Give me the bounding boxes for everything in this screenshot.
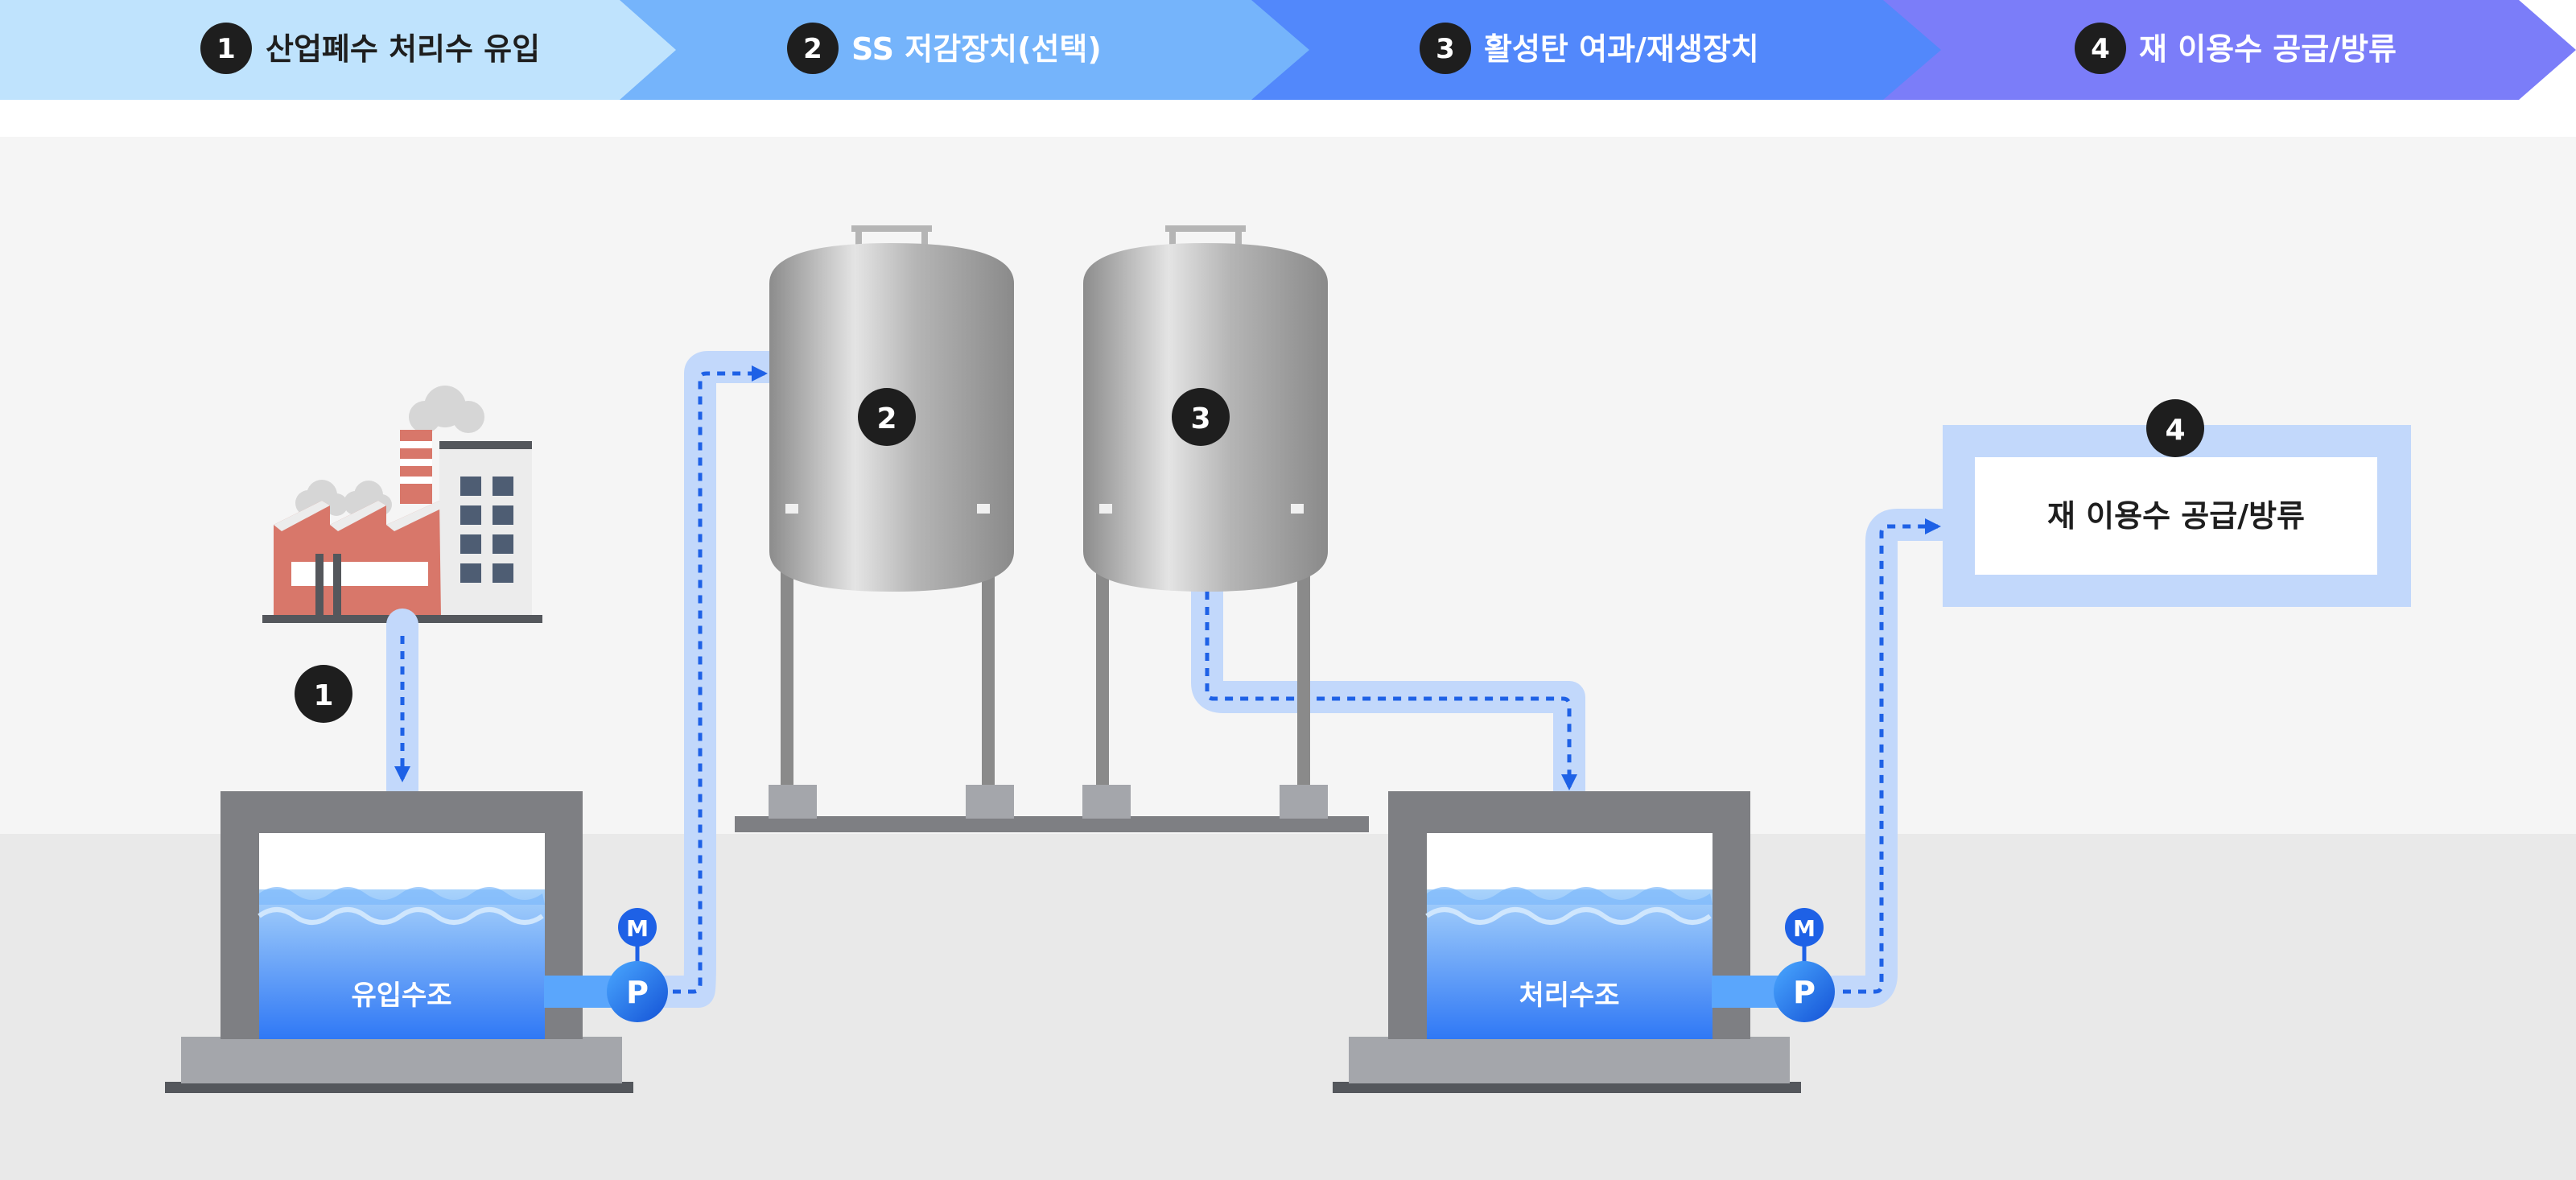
inlet-pump-label: P: [626, 975, 649, 1010]
inlet-tank-label: 유입수조: [351, 980, 451, 1012]
header-step-1-number: 1: [216, 33, 236, 65]
badge-ss-tank: [858, 388, 916, 446]
header-step-1-badge: [200, 23, 252, 74]
flow-treated-to-output: [1843, 518, 1941, 994]
motor-icon: [618, 908, 657, 947]
flow-lines: [394, 365, 1941, 994]
pipe-inlet-to-ss: [637, 351, 785, 1008]
badge-output-number: 4: [2165, 414, 2185, 447]
activated-carbon-tank: 3: [1082, 225, 1328, 819]
output-box: 재 이용수 공급/방류 4: [1943, 399, 2411, 607]
badge-carbon-tank-number: 3: [1190, 402, 1210, 435]
treated-pump: M P: [1712, 908, 1835, 1022]
badge-factory: [295, 665, 352, 723]
header-step-1-label: 산업폐수 처리수 유입: [266, 31, 540, 67]
header-step-2-shape: [620, 0, 1317, 100]
header-step-3-label: 활성탄 여과/재생장치: [1484, 31, 1759, 67]
treated-pump-label: P: [1793, 975, 1816, 1010]
badge-factory-number: 1: [313, 679, 333, 712]
pump-icon: [1774, 961, 1835, 1022]
treated-tank-label: 처리수조: [1519, 980, 1619, 1012]
badge-ss-tank-number: 2: [876, 402, 896, 435]
header-step-3-number: 3: [1436, 33, 1455, 65]
header-step-4-number: 4: [2091, 33, 2110, 65]
motor-icon: [1785, 908, 1824, 947]
ss-reduction-tank: 2: [735, 225, 1369, 832]
header-step-2-label: SS 저감장치(선택): [851, 31, 1102, 67]
pump-icon: [607, 961, 668, 1022]
treated-motor-label: M: [1793, 915, 1816, 942]
header-step-4-badge: [2075, 23, 2126, 74]
header-step-4-label: 재 이용수 공급/방류: [2139, 31, 2397, 67]
inlet-pump: M P: [544, 908, 668, 1022]
inlet-tank: 유입수조: [165, 791, 633, 1093]
header-step-2-badge: [787, 23, 839, 74]
output-box-label: 재 이용수 공급/방류: [2047, 498, 2305, 534]
header-step-3: 3 활성탄 여과/재생장치: [1251, 0, 1949, 100]
process-steps-header: 1 산업폐수 처리수 유입 2 SS 저감장치(선택) 3 활성탄 여과/재생장…: [0, 0, 2576, 100]
badge-factory-group: 1: [295, 665, 352, 723]
badge-carbon-tank: [1172, 388, 1230, 446]
header-step-3-shape: [1251, 0, 1949, 100]
flow-inlet-to-ss: [673, 365, 768, 994]
treated-tank: 처리수조: [1333, 791, 1801, 1093]
header-step-2: 2 SS 저감장치(선택): [620, 0, 1317, 100]
header-step-1: 1 산업폐수 처리수 유입: [0, 0, 684, 100]
inlet-motor-label: M: [626, 915, 649, 942]
badge-output: [2146, 399, 2204, 457]
header-step-4-shape: [1883, 0, 2576, 100]
header-step-4: 4 재 이용수 공급/방류: [1883, 0, 2576, 100]
header-step-2-number: 2: [803, 33, 822, 65]
header-step-3-badge: [1420, 23, 1471, 74]
header-step-1-shape: [0, 0, 684, 100]
